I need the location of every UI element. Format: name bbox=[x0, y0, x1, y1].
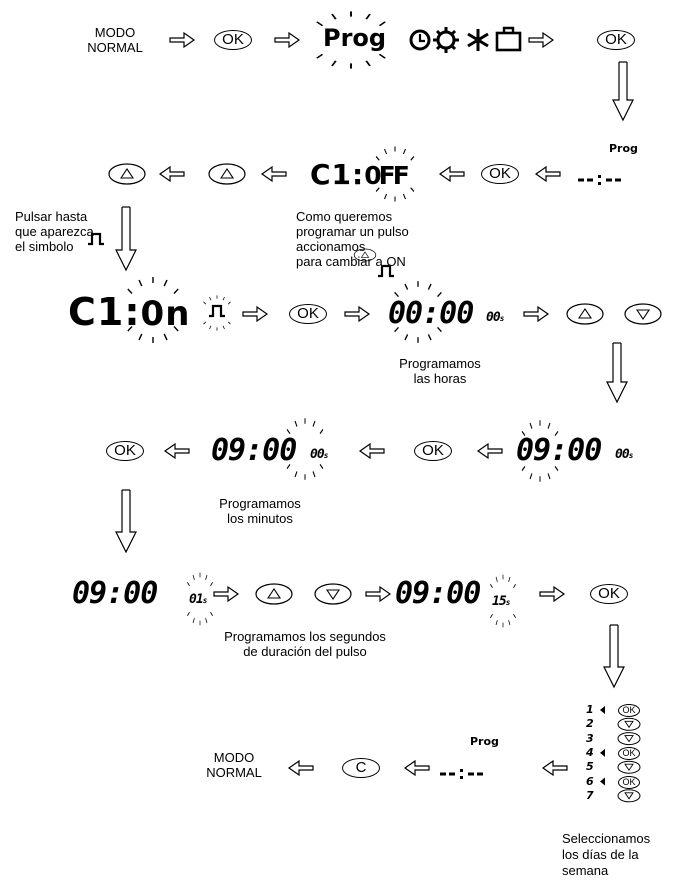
right-arrow-icon bbox=[528, 32, 554, 48]
ok-key[interactable]: OK bbox=[590, 584, 628, 604]
prog-small-label: Prog bbox=[609, 142, 638, 155]
prog-display: Prog bbox=[323, 24, 387, 52]
display-dashes bbox=[578, 175, 621, 185]
ok-key[interactable]: OK bbox=[289, 304, 327, 324]
day-number: 7 bbox=[586, 788, 594, 802]
c-key[interactable]: C bbox=[342, 758, 380, 778]
down-key-icon bbox=[624, 303, 662, 325]
pulse-icon bbox=[207, 304, 227, 318]
time-display: 00:00 bbox=[388, 296, 474, 331]
down-triangle-icon bbox=[624, 720, 634, 729]
down-key-icon[interactable] bbox=[617, 717, 641, 731]
left-arrow-icon bbox=[404, 760, 430, 776]
up-key-icon bbox=[108, 163, 146, 185]
ok-key[interactable]: OK bbox=[414, 441, 452, 461]
seconds-display: 15s bbox=[492, 594, 510, 609]
down-long-arrow-icon bbox=[612, 61, 634, 122]
selected-marker-icon bbox=[600, 706, 605, 714]
up-key-icon bbox=[566, 303, 604, 325]
day-keys-column bbox=[600, 706, 641, 803]
up-key-icon bbox=[208, 163, 246, 185]
right-arrow-icon bbox=[539, 586, 565, 602]
right-arrow-icon bbox=[169, 32, 195, 48]
left-arrow-icon bbox=[261, 166, 287, 182]
left-arrow-icon bbox=[477, 443, 503, 459]
ok-key[interactable]: OK bbox=[618, 746, 640, 760]
selected-marker-icon bbox=[600, 748, 605, 757]
blink-marks bbox=[203, 294, 231, 332]
day-number: 4 bbox=[586, 745, 594, 759]
left-arrow-icon bbox=[164, 443, 190, 459]
ok-key[interactable]: OK bbox=[597, 30, 635, 50]
clock-icon bbox=[409, 29, 431, 51]
down-key-icon[interactable] bbox=[617, 732, 641, 746]
left-arrow-icon bbox=[159, 166, 185, 182]
time-display: 09:00 bbox=[72, 576, 158, 611]
left-arrow-icon bbox=[288, 760, 314, 776]
down-long-arrow-icon bbox=[115, 206, 137, 272]
time-display: 09:00 bbox=[395, 576, 481, 611]
left-arrow-icon bbox=[439, 166, 465, 182]
briefcase-icon bbox=[495, 26, 522, 52]
day-number: 6 bbox=[586, 774, 594, 788]
sun-icon bbox=[433, 27, 459, 53]
caption-dias: Seleccionamos los días de la semana bbox=[562, 831, 651, 878]
right-arrow-icon bbox=[365, 586, 391, 602]
day-number: 2 bbox=[586, 717, 594, 731]
seconds-display: 00s bbox=[486, 310, 504, 325]
prog-small-label: Prog bbox=[470, 735, 499, 748]
caption-pulsar: Pulsar hasta que aparezca el simbolo bbox=[15, 209, 94, 254]
caption-segundos: Programamos los segundos de duración del… bbox=[224, 629, 386, 659]
left-arrow-icon bbox=[535, 166, 561, 182]
up-key-icon bbox=[255, 583, 293, 605]
snowflake-icon bbox=[467, 29, 489, 51]
modo-normal-label: MODO NORMAL bbox=[87, 25, 143, 55]
down-triangle-icon bbox=[624, 735, 634, 743]
right-arrow-icon bbox=[344, 306, 370, 322]
day-number: 1 bbox=[586, 703, 594, 716]
right-arrow-icon bbox=[213, 586, 239, 602]
down-key-icon bbox=[314, 583, 352, 605]
down-long-arrow-icon bbox=[606, 342, 628, 404]
c1-on-display: C1:0n bbox=[68, 290, 191, 334]
down-long-arrow-icon bbox=[115, 489, 137, 554]
day-number: 5 bbox=[586, 760, 594, 774]
time-display: 09:00 bbox=[516, 433, 602, 468]
seconds-display: 01s bbox=[189, 592, 207, 607]
caption-minutos: Programamos los minutos bbox=[219, 496, 301, 526]
caption-horas: Programamos las horas bbox=[399, 356, 481, 386]
down-key-icon[interactable] bbox=[617, 760, 641, 774]
ok-key[interactable]: OK bbox=[481, 164, 519, 184]
caption-pulso: Como queremos programar un pulso acciona… bbox=[296, 209, 409, 269]
left-arrow-icon bbox=[359, 443, 385, 459]
down-key-icon[interactable] bbox=[617, 789, 641, 803]
down-triangle-icon bbox=[624, 792, 634, 800]
time-display: 09:00 bbox=[211, 433, 297, 468]
seconds-display: 00s bbox=[615, 447, 633, 462]
right-arrow-icon bbox=[274, 32, 300, 48]
ok-key[interactable]: OK bbox=[618, 704, 640, 717]
seconds-display: 00s bbox=[310, 447, 328, 462]
day-number: 3 bbox=[586, 731, 594, 745]
ok-key[interactable]: OK bbox=[214, 30, 252, 50]
ok-key[interactable]: OK bbox=[106, 441, 144, 461]
left-arrow-icon bbox=[542, 760, 568, 776]
modo-normal-label: MODO NORMAL bbox=[206, 750, 262, 780]
down-long-arrow-icon bbox=[603, 624, 625, 689]
ok-key[interactable]: OK bbox=[618, 775, 640, 789]
selected-marker-icon bbox=[600, 777, 605, 786]
right-arrow-icon bbox=[242, 306, 268, 322]
right-arrow-icon bbox=[523, 306, 549, 322]
display-dashes bbox=[440, 769, 483, 779]
down-triangle-icon bbox=[624, 763, 634, 772]
c1-off-display: C1:0FF bbox=[310, 158, 410, 191]
